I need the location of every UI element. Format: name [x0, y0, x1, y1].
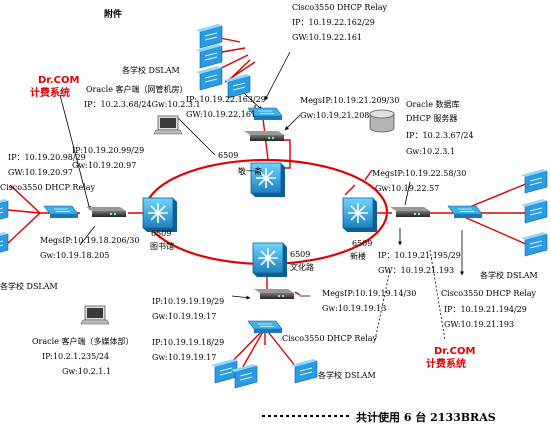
diagram-title: 附件 — [104, 8, 122, 20]
right-dslam-label: 各学校 DSLAM — [480, 270, 538, 280]
oracle-client-top-ip: IP：10.2.3.68/24Gw:10.2.3.1 — [84, 100, 201, 109]
bottom-megs-gw: Gw:10.19.19.13 — [322, 304, 386, 313]
right-relay-title: Cisco3550 DHCP Relay — [441, 289, 537, 298]
bras-left — [86, 207, 126, 217]
billing-left-line2: 计费系统 — [30, 86, 70, 99]
core-right-model: 6509 — [352, 239, 372, 248]
bottom-megs-ip: MegsIP:10.19.19.14/30 — [322, 289, 416, 298]
billing-right-line1: Dr.COM — [434, 346, 475, 357]
core-right-label: 新楼 — [350, 251, 366, 261]
left-megs-ip: MegsIP:10.19.18.206/30 — [40, 236, 139, 245]
bras-right — [390, 207, 430, 217]
bras-top — [244, 131, 284, 141]
oracle-database-icon — [369, 109, 395, 133]
core-top-model: 6509 — [218, 151, 238, 160]
top-megs-ip: MegsIP:10.19.21.209/30 — [300, 96, 399, 105]
left-relay-ip: IP：10.19.20.98/29 — [8, 153, 86, 162]
relay-bottom — [247, 320, 283, 334]
oracle-db-ip: IP：10.2.3.67/24 — [406, 131, 474, 140]
oracle-db-subtitle: DHCP 服务器 — [406, 113, 457, 123]
right-megs-gw: Gw:10.19.22.57 — [375, 184, 439, 193]
oracle-client-bottom-title: Oracle 客户端（多媒体部） — [32, 336, 133, 346]
bottom-bras-ip: IP:10.19.19.19/29 — [152, 297, 224, 306]
bottom-dslam-label: 各学校 DSLAM — [318, 370, 376, 380]
right-bras-gw: GW：10.19.21.193 — [378, 266, 454, 275]
core-switch-bottom — [252, 242, 288, 278]
oracle-db-title: Oracle 数据库 — [406, 99, 459, 109]
right-megs-ip: MegsIP:10.19.22.58/30 — [372, 169, 466, 178]
left-bras-gw: Gw:10.19.20.97 — [72, 161, 136, 170]
top-megs-gw: Gw:10.19.21.208 — [300, 111, 369, 120]
core-switch-right — [342, 197, 378, 233]
dslam-right-group — [520, 168, 548, 257]
relay-left — [43, 205, 79, 219]
top-relay-ip: IP：10.19.22.162/29 — [292, 18, 375, 27]
oracle-client-top-pc — [153, 115, 183, 135]
bottom-bras-gw: Gw:10.19.19.17 — [152, 312, 216, 321]
core-left-label: 图书馆 — [150, 241, 174, 251]
top-relay-gw: GW:10.19.22.161 — [292, 33, 362, 42]
right-relay-ip: IP：10.19.21.194/29 — [444, 305, 527, 314]
left-relay-gw: GW:10.19.20.97 — [8, 168, 73, 177]
bras-bottom — [254, 289, 294, 299]
oracle-client-bottom-pc — [80, 305, 110, 325]
top-bras-ip: IP: 10.19.22.163/29 — [186, 95, 266, 104]
right-relay-gw: GW:10.19.21.193 — [444, 320, 514, 329]
oracle-db-gw: Gw:10.2.3.1 — [406, 147, 455, 156]
dslam-top-group — [195, 23, 251, 99]
left-megs-gw: Gw:10.19.18.205 — [40, 251, 109, 260]
bottom-relay-gw: Gw:10.19.19.17 — [152, 353, 216, 362]
oracle-client-bottom-ip: IP:10.2.1.235/24 — [42, 352, 109, 361]
core-switch-left — [142, 197, 178, 233]
bottom-relay-title: Cisco3550 DHCP Relay — [282, 334, 378, 343]
core-top-label: 敬一斋 — [238, 166, 262, 176]
top-bras-gw: GW:10.19.22.161 — [186, 110, 256, 119]
oracle-client-bottom-gw: Gw:10.2.1.1 — [62, 367, 111, 376]
pointer-lines — [59, 51, 464, 341]
core-left-model: 6509 — [151, 229, 171, 238]
left-relay-title: Cisco3550 DHCP Relay — [0, 183, 96, 192]
billing-right-line2: 计费系统 — [426, 357, 466, 370]
left-bras-ip: IP:10.19.20.99/29 — [72, 146, 144, 155]
billing-left-line1: Dr.COM — [38, 75, 79, 86]
left-dslam-label: 各学校 DSLAM — [0, 281, 58, 291]
right-bras-ip: IP：10.19.21.195/29 — [378, 251, 461, 260]
footer-text: 共计使用 6 台 2133BRAS — [356, 410, 496, 424]
top-relay-title: Cisco3550 DHCP Relay — [292, 3, 388, 12]
dslam-bottom-group — [210, 358, 318, 389]
core-bottom-label: 文化路 — [290, 262, 314, 272]
top-dslam-label: 各学校 DSLAM — [122, 65, 180, 75]
oracle-client-top-title: Oracle 客户端（网管机房） — [86, 84, 187, 94]
core-bottom-model: 6509 — [290, 250, 310, 259]
relay-right — [447, 205, 483, 219]
bottom-relay-ip: IP:10.19.19.18/29 — [152, 338, 224, 347]
